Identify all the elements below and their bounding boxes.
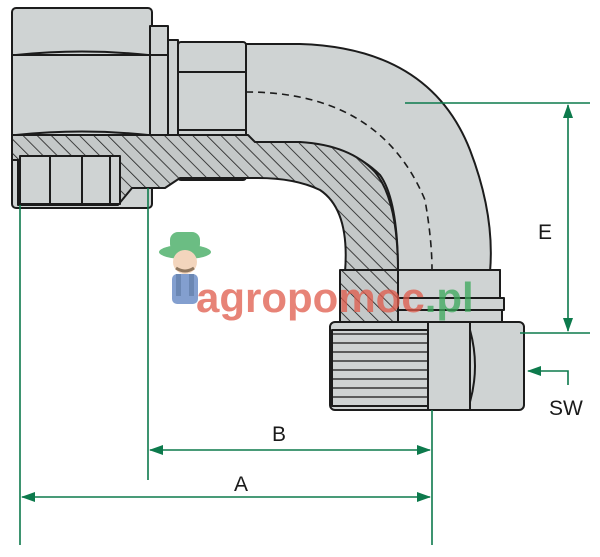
fitting-body	[11, 7, 525, 411]
watermark-prefix: agro	[196, 274, 287, 321]
inner-hex-pockets	[19, 155, 121, 205]
watermark-suffix: .pl	[425, 274, 474, 321]
label-sw: SW	[549, 397, 583, 420]
label-a: A	[234, 473, 248, 496]
watermark-middle: pomoc	[287, 274, 425, 321]
bore-centerline	[245, 91, 433, 271]
label-e: E	[538, 221, 552, 244]
label-b: B	[272, 423, 286, 446]
watermark: agropomoc.pl	[159, 232, 474, 321]
farmer-mascot-icon	[159, 232, 211, 304]
dimension-lines	[19, 102, 590, 545]
svg-text:agropomoc.pl: agropomoc.pl	[196, 274, 474, 321]
swivel-nut	[329, 321, 525, 411]
dimension-sw-leader	[527, 366, 569, 385]
